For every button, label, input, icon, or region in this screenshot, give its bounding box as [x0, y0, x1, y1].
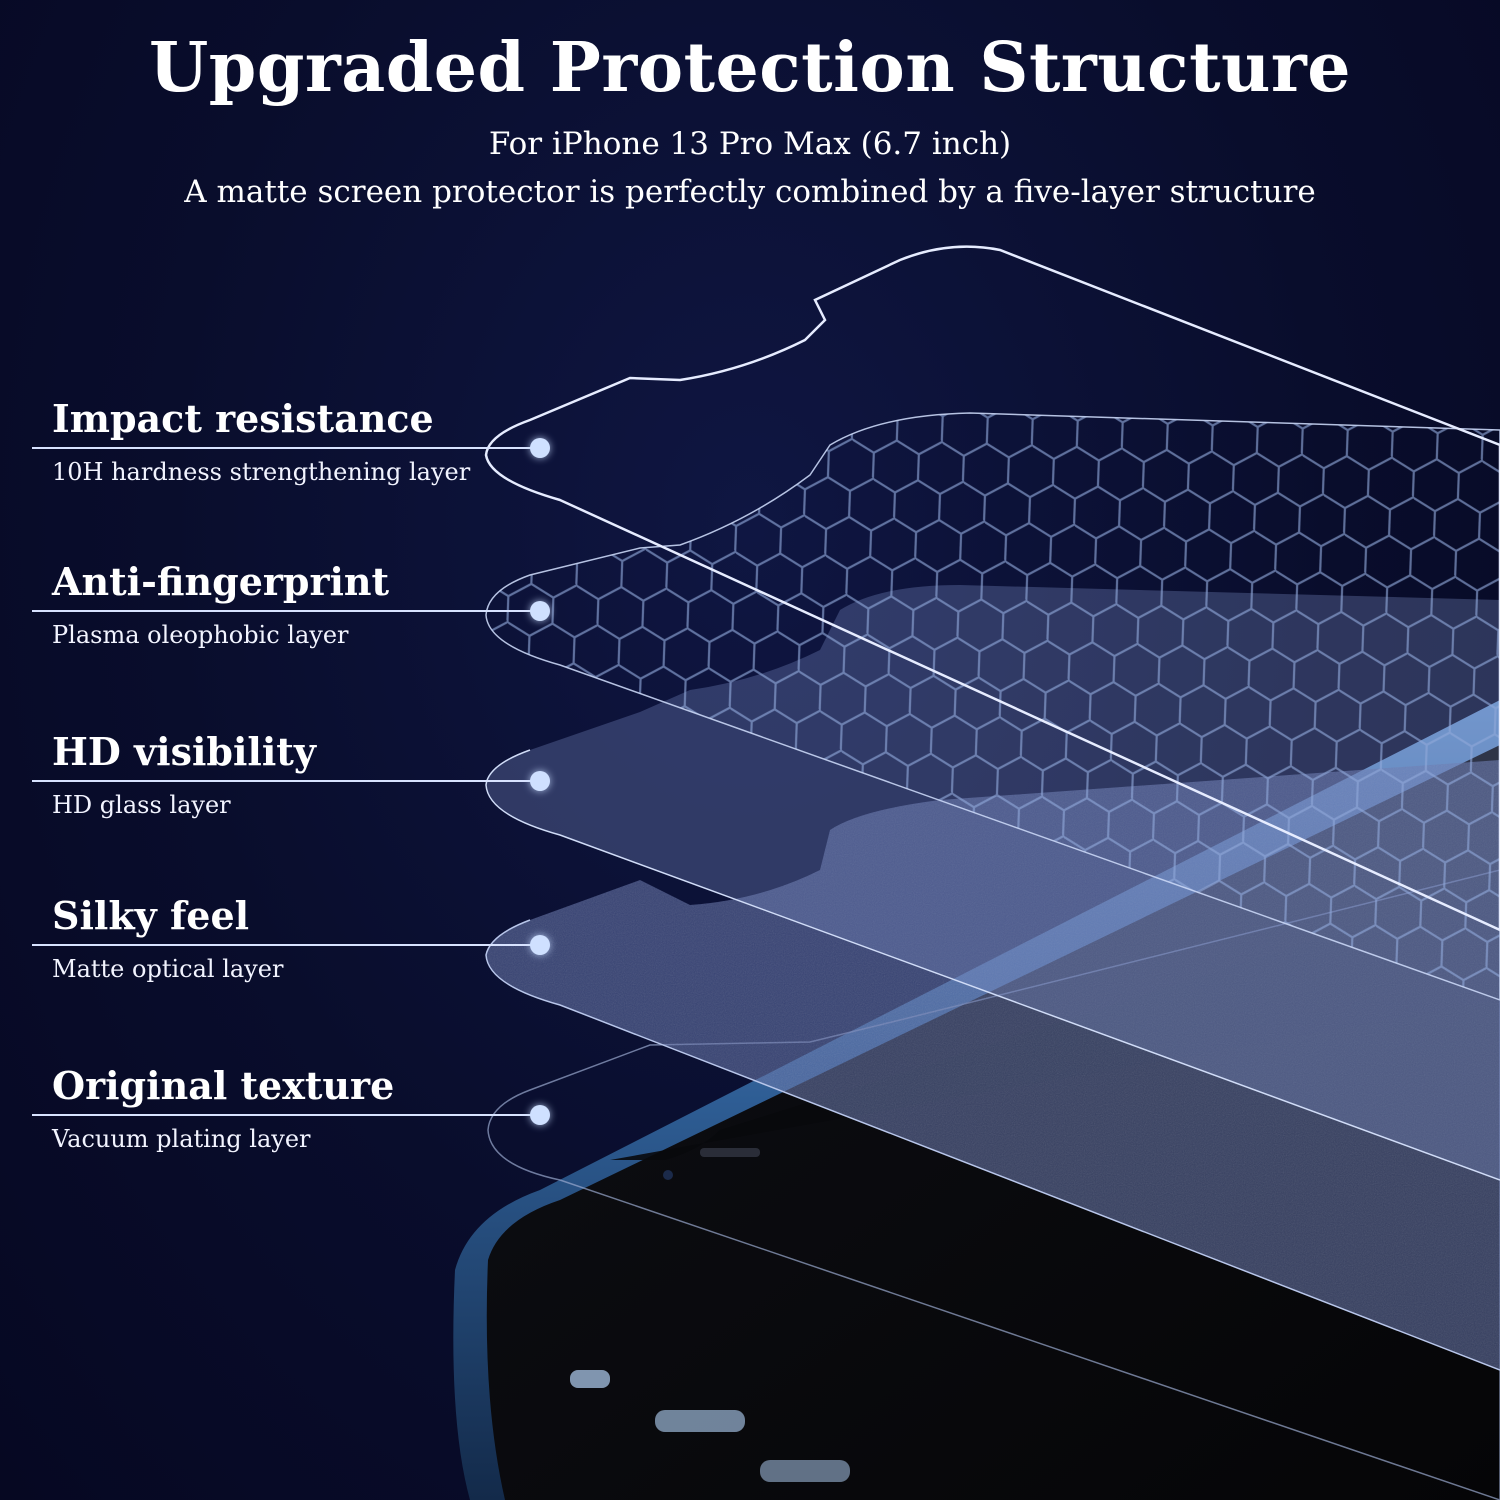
callout-title: Original texture	[52, 1063, 395, 1108]
callout-line	[32, 1114, 540, 1116]
callout-description: Vacuum plating layer	[52, 1125, 311, 1153]
layer-2	[485, 412, 1500, 1001]
page-subtitle-model: For iPhone 13 Pro Max (6.7 inch)	[488, 126, 1012, 162]
callout-dot-icon	[530, 935, 550, 955]
callout-title: Silky feel	[52, 893, 250, 938]
layer-1	[484, 245, 1500, 932]
layer-5-outline	[487, 869, 1500, 1500]
callout-title: Anti-fingerprint	[52, 559, 390, 604]
callout-title: HD visibility	[52, 729, 316, 774]
callout-dot-icon	[530, 601, 550, 621]
callout-dot-icon	[530, 771, 550, 791]
callout-line	[32, 944, 540, 946]
callout-description: Matte optical layer	[52, 955, 284, 983]
callout-title: Impact resistance	[52, 396, 434, 441]
callout-line	[32, 780, 540, 782]
layer-4	[485, 760, 1500, 1371]
callout-description: HD glass layer	[52, 791, 231, 819]
callout-description: Plasma oleophobic layer	[52, 621, 349, 649]
callout-line	[32, 447, 540, 449]
callout-description: 10H hardness strengthening layer	[52, 458, 471, 486]
callout-dot-icon	[530, 438, 550, 458]
page-title: Upgraded Protection Structure	[148, 28, 1352, 108]
page-subtitle-description: A matte screen protector is perfectly co…	[184, 174, 1316, 210]
callout-line	[32, 610, 540, 612]
callout-dot-icon	[530, 1105, 550, 1125]
